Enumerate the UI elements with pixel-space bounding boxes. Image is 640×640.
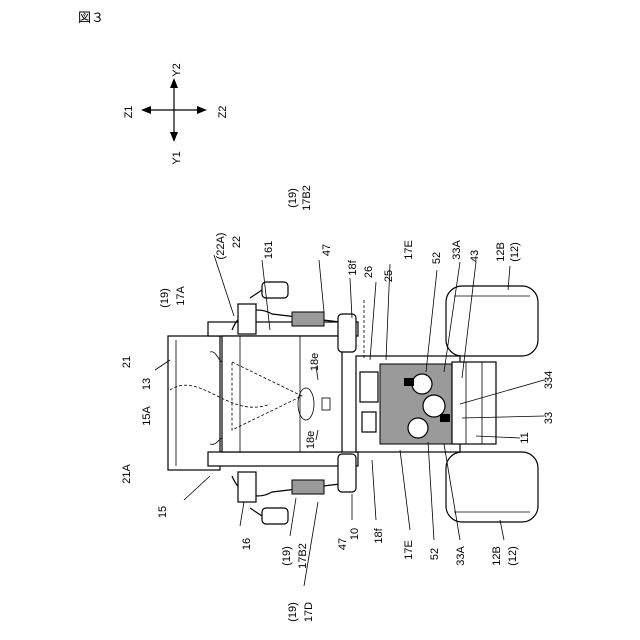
ref-label: 161 (263, 241, 275, 259)
axis-label-z1: Z1 (123, 106, 135, 119)
ref-label: (19) (281, 546, 293, 566)
rear-wheel-bottom (446, 452, 538, 522)
axis-label-y1: Y1 (171, 151, 183, 164)
ref-label: 17E (403, 240, 415, 260)
ref-label: (12) (507, 546, 519, 566)
ref-label: 334 (543, 371, 555, 389)
ref-label: 17E (403, 540, 415, 560)
ref-label: 33A (455, 546, 467, 566)
axis-label-y2: Y2 (171, 63, 183, 76)
ref-label: 15A (141, 406, 153, 426)
ref-label: 25 (383, 270, 395, 282)
machine-drawing (168, 282, 538, 524)
ref-label: 13 (141, 378, 153, 390)
ref-label: 17D (303, 602, 315, 622)
ref-label: 52 (431, 252, 443, 264)
direction-arrows-icon (141, 78, 207, 142)
ref-label: 33 (543, 412, 555, 424)
ref-label: 12B (491, 546, 503, 566)
ref-label: 16 (241, 538, 253, 550)
ref-label: 21A (121, 464, 133, 484)
mirror-bottom (262, 508, 288, 524)
ref-label: (19) (287, 602, 299, 622)
ref-label: 21 (121, 356, 133, 368)
ref-label: 18e (309, 353, 321, 371)
ref-label: (22A) (215, 233, 227, 260)
ref-label: (12) (509, 242, 521, 262)
ref-label: 11 (519, 432, 531, 443)
ref-label: 17B2 (301, 185, 313, 211)
figure-title: 図３ (78, 10, 104, 25)
ref-label: 47 (321, 244, 333, 256)
ref-label: 18f (347, 259, 359, 275)
ref-label: 47 (337, 538, 349, 550)
ref-label: 12B (495, 242, 507, 262)
ref-label: 17A (175, 286, 187, 306)
ref-label: 52 (429, 548, 441, 560)
ref-label: 15 (157, 506, 169, 518)
ref-label: 18f (373, 527, 385, 543)
ref-label: 33A (451, 240, 463, 260)
axis-label-z2: Z2 (217, 106, 229, 119)
frame-rail-upper (208, 322, 358, 336)
ref-label: (19) (159, 288, 171, 308)
frame-rail-lower (208, 452, 358, 466)
ref-label: (19) (287, 188, 299, 208)
ref-label: 18e (305, 431, 317, 449)
ref-label: 43 (469, 250, 481, 262)
rear-wheel-top (446, 286, 538, 356)
rear-unit (452, 362, 496, 444)
ref-label: 17B2 (297, 543, 309, 569)
ref-label: 26 (363, 266, 375, 278)
ref-label: 10 (349, 528, 361, 540)
ref-label: 22 (231, 236, 243, 248)
